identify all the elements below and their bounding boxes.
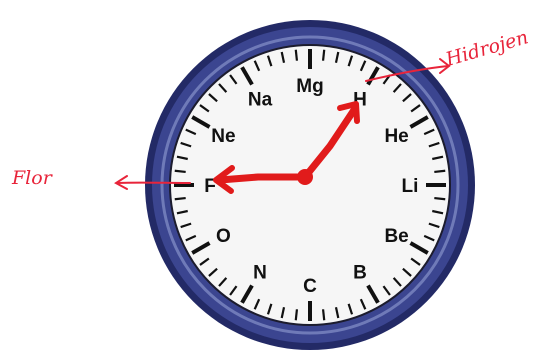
clock-rim-highlight <box>160 35 460 335</box>
minor-tick <box>402 267 412 277</box>
major-tick <box>240 284 254 304</box>
hydrogen-arrow <box>365 65 449 82</box>
major-tick <box>366 66 380 86</box>
major-tick <box>409 115 429 129</box>
hour-label-f: F <box>204 176 216 197</box>
minor-tick <box>229 285 238 296</box>
major-tick <box>191 241 211 255</box>
minor-tick <box>432 209 444 215</box>
hour-label-ne: Ne <box>211 126 235 147</box>
minor-tick <box>208 93 218 103</box>
hour-hand-arrowhead <box>337 101 360 124</box>
minor-tick <box>176 155 188 161</box>
minor-tick <box>434 169 446 174</box>
minor-tick <box>428 141 440 148</box>
minor-tick <box>218 277 228 287</box>
minor-tick <box>229 74 238 85</box>
minor-tick <box>428 222 440 229</box>
minor-tick <box>185 234 197 242</box>
minor-tick <box>174 169 186 174</box>
hour-label-o: O <box>216 226 231 247</box>
minor-tick <box>176 209 188 215</box>
clock-hands <box>213 101 360 194</box>
minor-tick <box>199 104 210 113</box>
minor-tick <box>294 309 299 321</box>
minor-tick <box>402 93 412 103</box>
minute-hand <box>216 173 309 184</box>
minor-tick <box>185 128 197 136</box>
minor-tick <box>321 49 326 61</box>
minor-tick <box>253 298 261 310</box>
hour-label-c: C <box>303 276 317 297</box>
minor-tick <box>434 196 446 201</box>
minor-tick <box>266 303 273 315</box>
clock-center-pin <box>297 169 313 185</box>
minor-tick <box>280 51 286 63</box>
major-tick <box>366 284 380 304</box>
hour-label-he: He <box>384 126 408 147</box>
minor-tick <box>423 234 435 242</box>
minor-tick <box>382 285 391 296</box>
minor-tick <box>359 60 367 72</box>
minor-tick <box>334 51 340 63</box>
hour-label-li: Li <box>402 176 419 197</box>
minor-tick <box>392 83 402 93</box>
minor-tick <box>432 155 444 161</box>
minor-tick <box>410 257 421 266</box>
minor-tick <box>266 55 273 67</box>
hydrogen-arrowhead <box>439 58 451 74</box>
hour-label-b: B <box>353 263 367 284</box>
hour-label-be: Be <box>384 226 408 247</box>
minor-tick <box>208 267 218 277</box>
minor-tick <box>347 303 354 315</box>
minor-tick <box>280 307 286 319</box>
hour-label-mg: Mg <box>296 76 323 97</box>
minor-tick <box>321 309 326 321</box>
major-tick <box>191 115 211 129</box>
minor-tick <box>180 222 192 229</box>
minor-tick <box>423 128 435 136</box>
minor-tick <box>199 257 210 266</box>
hour-hand <box>301 106 358 181</box>
fluorine-arrowhead <box>114 175 128 190</box>
annotation-arrows <box>114 58 451 190</box>
minor-tick <box>334 307 340 319</box>
minute-hand-arrowhead <box>213 165 235 194</box>
major-tick <box>409 241 429 255</box>
minor-tick <box>174 196 186 201</box>
minor-tick <box>253 60 261 72</box>
major-tick <box>240 66 254 86</box>
minor-tick <box>347 55 354 67</box>
minor-tick <box>218 83 228 93</box>
minor-tick <box>410 104 421 113</box>
minor-tick <box>180 141 192 148</box>
hydrogen-annotation: Hidrojen <box>442 26 530 71</box>
minor-tick <box>294 49 299 61</box>
fluorine-annotation: Flor <box>11 167 54 189</box>
hour-label-n: N <box>253 263 267 284</box>
clock-face <box>169 44 451 326</box>
minor-tick <box>359 298 367 310</box>
minor-tick <box>392 277 402 287</box>
hour-label-na: Na <box>248 89 273 110</box>
